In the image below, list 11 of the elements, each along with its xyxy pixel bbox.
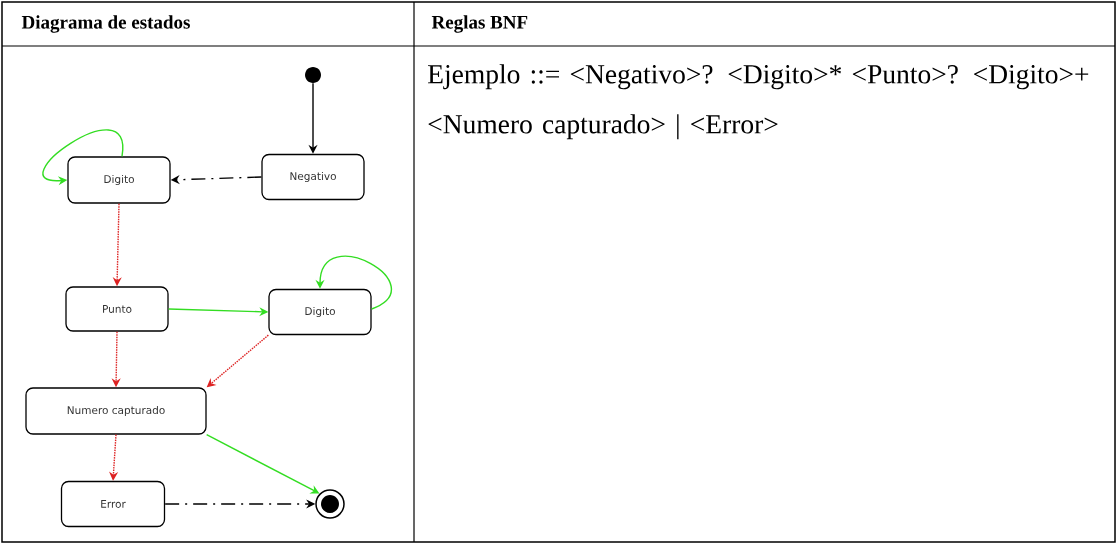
final-state	[315, 489, 345, 519]
bnf-rule: Ejemplo ::= <Negativo>? <Digito>* <Punto>? <Digito>+ <Numero capturado> | <Error>	[428, 64, 1089, 140]
state-box: Digito	[67, 156, 171, 204]
state-box: Error	[60, 480, 166, 528]
column-header: Reglas BNF	[431, 15, 528, 33]
state-box: Numero capturado	[25, 387, 207, 435]
column-header: Diagrama de estados	[21, 15, 190, 33]
state-box: Punto	[65, 286, 169, 332]
initial-state	[305, 67, 321, 83]
state-box: Negativo	[261, 153, 365, 201]
state-box: Digito	[268, 288, 372, 336]
